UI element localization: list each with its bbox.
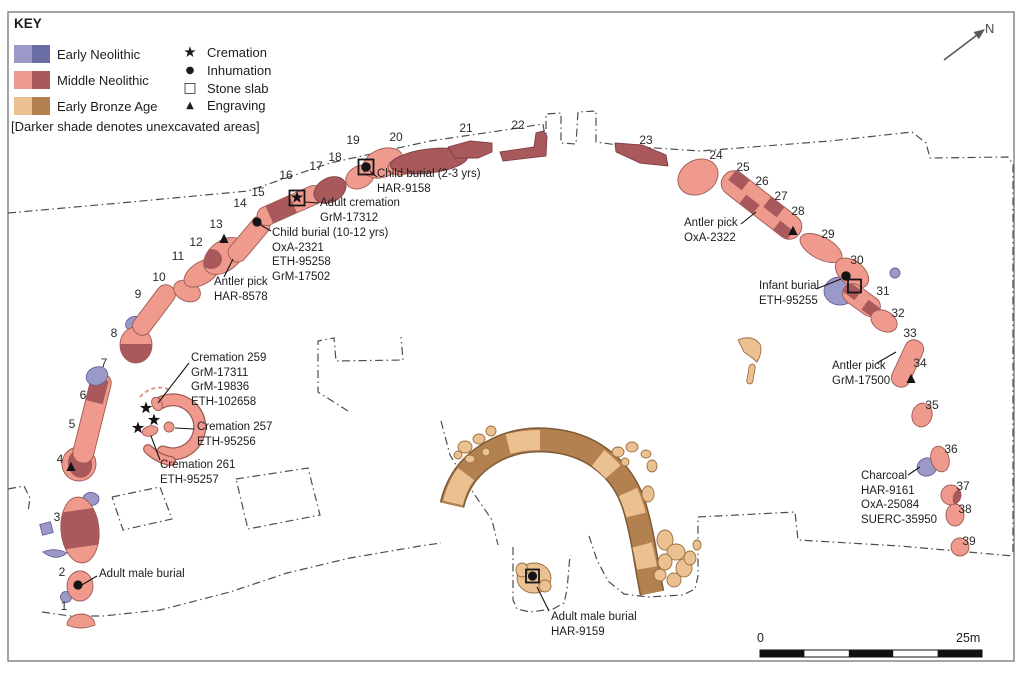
cremation-area xyxy=(139,386,207,466)
inhumation-dot-marker xyxy=(73,162,851,590)
stone-slab-square-marker xyxy=(288,158,862,584)
north-arrow-icon xyxy=(943,29,985,61)
find-markers xyxy=(66,158,916,590)
scale-bar xyxy=(759,649,983,658)
bronze-age-bank xyxy=(439,427,665,596)
excavation-boundary xyxy=(7,110,1014,617)
figure-frame xyxy=(7,11,1015,662)
